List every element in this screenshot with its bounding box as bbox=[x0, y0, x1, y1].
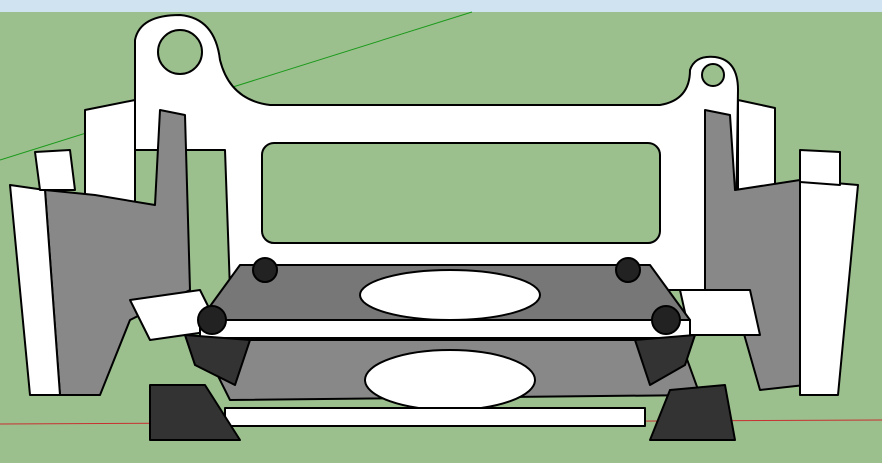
damper-2 bbox=[634, 334, 696, 386]
model-frame-icon bbox=[9, 14, 859, 441]
right-hole bbox=[701, 63, 725, 87]
right-bracket-top bbox=[799, 149, 841, 186]
standoff-1 bbox=[252, 257, 278, 283]
lower-rail bbox=[224, 407, 646, 427]
damper-1 bbox=[184, 334, 251, 386]
left-bracket-front bbox=[9, 184, 61, 396]
standoff-2 bbox=[615, 257, 641, 283]
standoff-4 bbox=[651, 305, 681, 335]
damper-3 bbox=[149, 384, 241, 441]
standoff-3 bbox=[197, 305, 227, 335]
back-frame-window bbox=[261, 142, 661, 244]
green-axis bbox=[0, 11, 473, 161]
damper-4 bbox=[649, 384, 736, 441]
left-hole bbox=[157, 29, 203, 75]
sky bbox=[0, 0, 882, 12]
upper-plate-hole bbox=[359, 269, 541, 321]
upper-plate-front bbox=[199, 319, 691, 339]
lower-plate-hole bbox=[364, 349, 536, 411]
left-bracket-top bbox=[34, 149, 76, 191]
right-arm bbox=[679, 289, 761, 336]
left-bracket-face bbox=[44, 109, 191, 396]
